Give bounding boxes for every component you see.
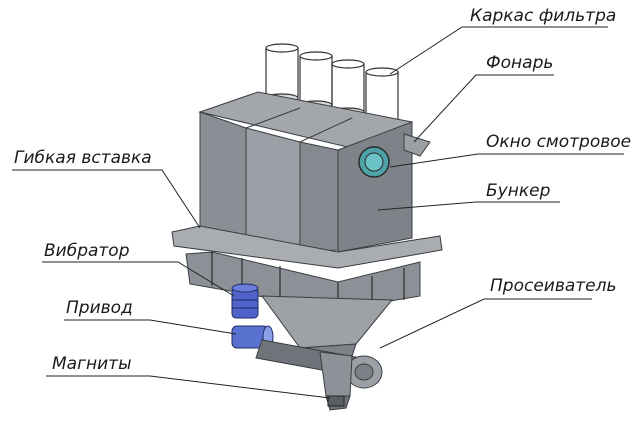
magnets-box (327, 395, 345, 407)
bunker-body (198, 91, 431, 253)
vibrator-motor (231, 283, 259, 319)
support-frame (171, 225, 443, 311)
label-bunker: Бункер (486, 181, 551, 201)
label-magnets: Магниты (52, 354, 132, 374)
drive-motor (231, 325, 274, 349)
inspection-window (358, 146, 390, 178)
leader-lines (12, 26, 624, 399)
label-vibrator: Вибратор (44, 241, 130, 261)
label-flexible-insert: Гибкая вставка (14, 148, 152, 168)
sieve-assembly (255, 339, 383, 411)
label-sifter: Просеиватель (490, 276, 617, 296)
label-lantern: Фонарь (486, 53, 554, 73)
label-filter-frame: Каркас фильтра (470, 6, 617, 26)
label-drive: Привод (66, 298, 133, 318)
label-inspection-window: Окно смотровое (486, 132, 632, 152)
